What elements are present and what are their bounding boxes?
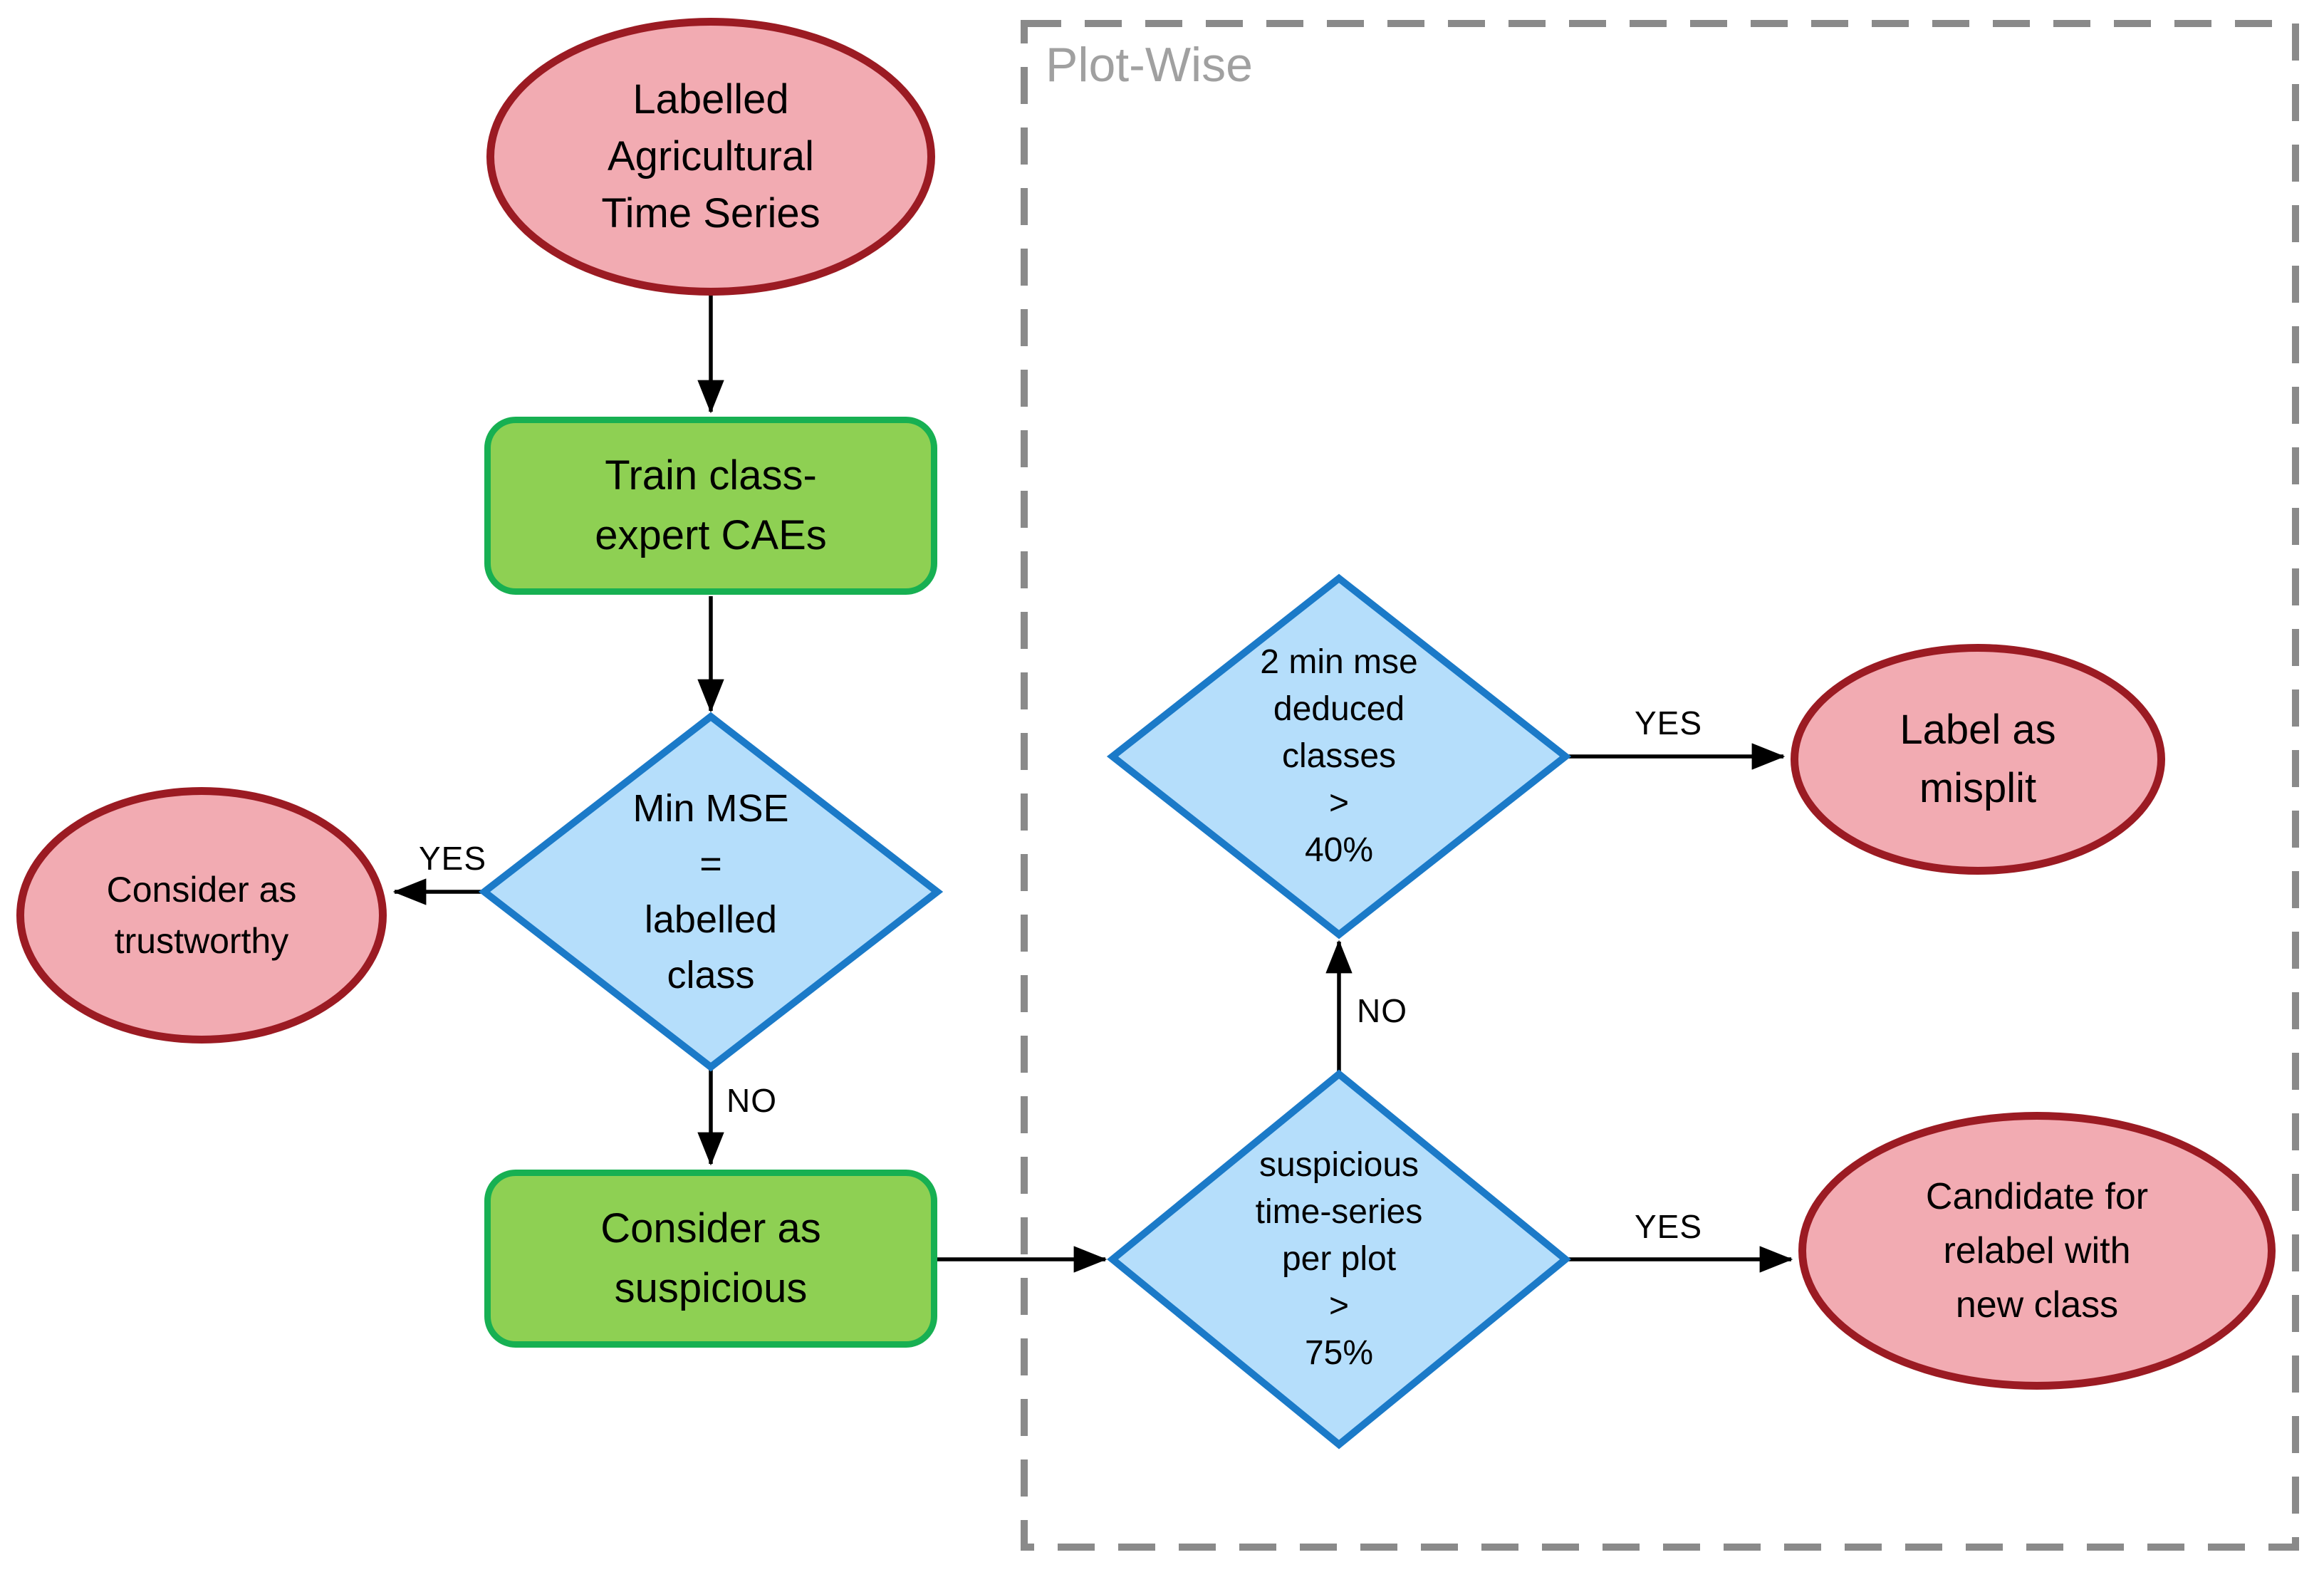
- terminal-ellipse-label-as-misplit: Label as misplit: [1791, 644, 2165, 875]
- node-text-line: deduced: [1273, 690, 1405, 728]
- plot-wise-region-border: [1021, 20, 2299, 1551]
- node-text-line: =: [699, 843, 722, 885]
- node-text-line: Consider as: [106, 870, 297, 910]
- node-text-line: suspicious: [614, 1265, 808, 1311]
- node-text-line: trustworthy: [114, 921, 289, 961]
- node-text-line: time-series: [1255, 1193, 1423, 1231]
- edge-label-yes-misplit: YES: [1635, 704, 1703, 741]
- node-text-line: per plot: [1281, 1240, 1397, 1278]
- node-text-line: >: [1328, 1287, 1349, 1325]
- process-box-train-caes: Train class- expert CAEs: [484, 417, 937, 595]
- node-text-line: expert CAEs: [595, 512, 827, 558]
- node-text-line: new class: [1955, 1284, 2119, 1326]
- diamond-shape: [1106, 573, 1572, 940]
- node-text-line: Min MSE: [632, 787, 789, 830]
- decision-diamond-suspicious-per-plot: suspicious time-series per plot > 75%: [1107, 1069, 1571, 1450]
- edge-label-no-misplit-path: NO: [1357, 992, 1407, 1029]
- node-text-line: Agricultural: [607, 133, 815, 179]
- decision-diamond-min-mse: Min MSE = labelled class: [478, 712, 944, 1072]
- node-text-line: 2 min mse: [1260, 643, 1418, 681]
- node-text-line: Label as: [1900, 707, 2056, 753]
- node-text-line: 40%: [1304, 831, 1374, 869]
- terminal-ellipse-consider-trustworthy: Consider as trustworthy: [16, 787, 387, 1044]
- node-text-line: Time Series: [601, 190, 820, 236]
- edge-label-no-suspicious: NO: [726, 1082, 777, 1119]
- plot-wise-label: Plot-Wise: [1046, 38, 1253, 92]
- node-text-line: class: [667, 954, 755, 996]
- node-text-line: Candidate for: [1925, 1176, 2149, 1217]
- node-text-line: Labelled: [632, 76, 789, 123]
- edge-label-yes-trustworthy: YES: [419, 840, 487, 877]
- node-text-line: >: [1328, 784, 1349, 822]
- diamond-shape: [478, 712, 944, 1072]
- node-text-line: 75%: [1304, 1334, 1374, 1372]
- node-text-line: relabel with: [1943, 1230, 2131, 1271]
- process-box-consider-suspicious: Consider as suspicious: [484, 1170, 937, 1348]
- node-text-line: classes: [1281, 737, 1397, 775]
- node-text-line: misplit: [1919, 765, 2037, 811]
- terminal-ellipse-relabel-candidate: Candidate for relabel with new class: [1798, 1112, 2276, 1390]
- diamond-shape: [1107, 1069, 1571, 1450]
- node-text-line: Consider as: [600, 1205, 821, 1251]
- node-text-line: Train class-: [605, 452, 817, 499]
- node-text-line: labelled: [644, 898, 778, 941]
- edge-label-yes-candidate: YES: [1635, 1208, 1703, 1245]
- node-text-line: suspicious: [1259, 1146, 1419, 1184]
- start-ellipse-labelled-time-series: Labelled Agricultural Time Series: [486, 18, 935, 296]
- decision-diamond-two-min-mse: 2 min mse deduced classes > 40%: [1106, 573, 1572, 940]
